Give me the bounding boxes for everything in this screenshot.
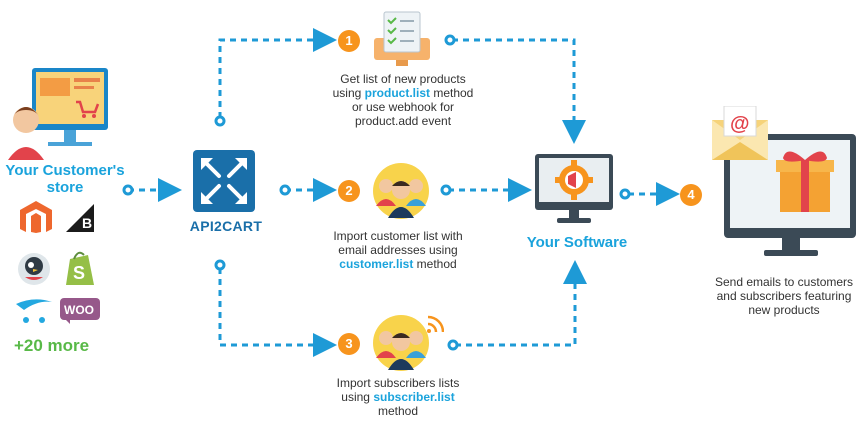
customer-group-icon (373, 163, 429, 219)
api2cart-label: API2CART (189, 218, 263, 234)
woocommerce-logo-icon: WOO (60, 298, 100, 324)
line-api-to-step1 (218, 28, 337, 118)
bigcommerce-logo-icon: B (66, 204, 94, 232)
step1-line2: using product.list method (318, 86, 488, 100)
step3-badge: 3 (338, 333, 360, 355)
step3-line2: using subscriber.list (318, 390, 478, 404)
svg-text:B: B (82, 215, 92, 231)
step2-line3: customer.list method (318, 257, 478, 271)
shopify-logo-icon: S (66, 251, 94, 285)
more-platforms-text: +20 more (14, 336, 90, 355)
step4-caption: Send emails to customers and subscribers… (704, 275, 864, 317)
product-list-method: product.list (364, 86, 430, 100)
product-list-icon (374, 11, 430, 66)
api2cart-logo-icon (193, 150, 255, 212)
step3-caption: Import subscribers lists using subscribe… (318, 376, 478, 418)
step4-line2: and subscribers featuring (716, 289, 852, 303)
step1-line2-post: method (430, 86, 474, 100)
rss-icon (427, 315, 444, 333)
step1-line2-pre: using (332, 86, 365, 100)
subscribers-group-icon (373, 315, 444, 371)
email-gift-icon: @ (712, 106, 856, 256)
customer-list-method: customer.list (339, 257, 414, 271)
step4-line3: new products (748, 303, 820, 317)
svg-text:S: S (73, 263, 85, 283)
line-step3-to-software (455, 260, 587, 347)
subscriber-list-method: subscriber.list (373, 390, 455, 404)
step2-line3-post: method (413, 257, 457, 271)
step3-line3: method (377, 404, 419, 418)
step4-badge: 4 (680, 184, 702, 206)
step1-badge: 1 (338, 30, 360, 52)
step3-line2-pre: using (341, 390, 374, 404)
step2-caption: Import customer list with email addresse… (318, 229, 478, 271)
line-step1-to-software (452, 38, 586, 144)
step4-line1: Send emails to customers (714, 275, 854, 289)
customer-store-icon (8, 68, 108, 160)
svg-text:@: @ (730, 113, 750, 135)
line-api-to-step3 (218, 268, 337, 357)
step3-line1: Import subscribers lists (336, 376, 460, 390)
prestashop-logo-icon (18, 253, 50, 285)
step2-line2: email addresses using (338, 243, 458, 257)
step1-caption: Get list of new products using product.l… (318, 72, 488, 128)
step1-line3: or use webhook for (351, 100, 455, 114)
step2-badge: 2 (338, 180, 360, 202)
customer-store-title: Your Customer's store (0, 162, 130, 196)
customer-title-line2: store (46, 179, 84, 196)
step2-line1: Import customer list with (333, 229, 463, 243)
customer-title-line1: Your Customer's (5, 162, 125, 179)
step1-line4: product.add event (354, 114, 452, 128)
magento-logo-icon (20, 201, 52, 233)
your-software-icon (535, 154, 613, 223)
step1-line1: Get list of new products (340, 72, 466, 86)
svg-text:WOO: WOO (64, 303, 94, 317)
your-software-label: Your Software (526, 234, 628, 251)
opencart-logo-icon (16, 299, 52, 323)
